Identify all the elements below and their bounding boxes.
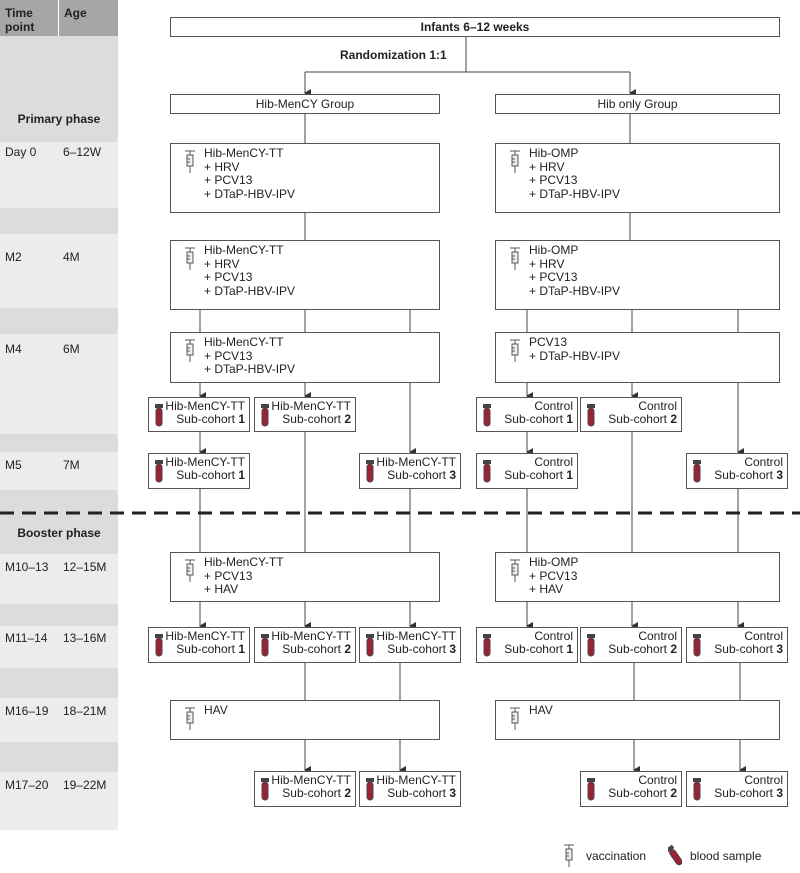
vaccination-box-left-day0: Hib-MenCY-TT+ HRV+ PCV13+ DTaP-HBV-IPV xyxy=(170,143,440,213)
row-age-day0: 6–12W xyxy=(58,142,118,208)
syringe-icon xyxy=(510,247,520,270)
row-age-m10: 12–15M xyxy=(58,554,118,604)
row-age-m17: 19–22M xyxy=(58,772,118,830)
vaccination-box-right-m16: HAV xyxy=(495,700,780,740)
blood-tube-icon xyxy=(155,460,163,483)
syringe-icon xyxy=(510,559,520,582)
syringe-icon xyxy=(510,707,520,730)
blood-tube-icon xyxy=(366,778,374,801)
spacer-band xyxy=(0,434,118,452)
booster-phase-label: Booster phase xyxy=(17,526,101,540)
primary-phase-label: Primary phase xyxy=(17,112,101,126)
vaccination-box-left-m16: HAV xyxy=(170,700,440,740)
syringe-icon xyxy=(185,339,195,362)
blood-tube-icon xyxy=(261,634,269,657)
blood-tube-icon xyxy=(366,634,374,657)
row-time-m4: M4 xyxy=(0,334,58,434)
row-time-day0: Day 0 xyxy=(0,142,58,208)
legend-blood-label: blood sample xyxy=(690,849,762,863)
row-age-m16: 18–21M xyxy=(58,698,118,742)
vaccination-box-left-m4: Hib-MenCY-TT+ PCV13+ DTaP-HBV-IPV xyxy=(170,332,440,383)
group-box-hib-mency: Hib-MenCY Group xyxy=(170,94,440,114)
blood-tube-icon xyxy=(483,634,491,657)
legend-syringe-icon xyxy=(564,844,574,867)
blood-tube-icon xyxy=(483,460,491,483)
row-time-m11: M11–14 xyxy=(0,626,58,668)
header-age: Age xyxy=(58,0,118,36)
group-box-hib-only: Hib only Group xyxy=(495,94,780,114)
row-time-m5: M5 xyxy=(0,452,58,490)
row-age-m5: 7M xyxy=(58,452,118,490)
legend-vaccination-label: vaccination xyxy=(586,849,647,863)
spacer-band xyxy=(0,742,118,772)
vaccination-box-right-m10: Hib-OMP+ PCV13+ HAV xyxy=(495,552,780,602)
row-age-m2: 4M xyxy=(58,234,118,308)
spacer-band xyxy=(0,668,118,698)
syringe-icon xyxy=(510,150,520,173)
blood-tube-icon xyxy=(155,404,163,427)
row-age-m11: 13–16M xyxy=(58,626,118,668)
syringe-icon xyxy=(185,247,195,270)
blood-tube-icon xyxy=(261,778,269,801)
blood-tube-icon xyxy=(587,404,595,427)
row-time-m10: M10–13 xyxy=(0,554,58,604)
blood-tube-icon xyxy=(155,634,163,657)
row-time-m2: M2 xyxy=(0,234,58,308)
legend-blood-tube-icon xyxy=(668,844,682,866)
enrollment-box: Infants 6–12 weeks xyxy=(170,17,780,37)
primary-phase-band xyxy=(0,36,118,142)
blood-tube-icon xyxy=(693,634,701,657)
spacer-band xyxy=(0,208,118,234)
vaccination-box-right-day0: Hib-OMP+ HRV+ PCV13+ DTaP-HBV-IPV xyxy=(495,143,780,213)
vaccination-box-right-m4: PCV13+ DTaP-HBV-IPV xyxy=(495,332,780,383)
spacer-band xyxy=(0,308,118,334)
booster-phase-band xyxy=(0,490,118,554)
header-time-point: Time point xyxy=(0,0,58,36)
syringe-icon xyxy=(185,707,195,730)
blood-tube-icon xyxy=(366,460,374,483)
randomization-label: Randomization 1:1 xyxy=(340,48,447,62)
row-time-m16: M16–19 xyxy=(0,698,58,742)
blood-tube-icon xyxy=(587,634,595,657)
blood-tube-icon xyxy=(587,778,595,801)
row-time-m17: M17–20 xyxy=(0,772,58,830)
vaccination-box-left-m10: Hib-MenCY-TT+ PCV13+ HAV xyxy=(170,552,440,602)
spacer-band xyxy=(0,604,118,626)
blood-tube-icon xyxy=(693,460,701,483)
blood-tube-icon xyxy=(483,404,491,427)
row-age-m4: 6M xyxy=(58,334,118,434)
syringe-icon xyxy=(510,339,520,362)
blood-tube-icon xyxy=(261,404,269,427)
blood-tube-icon xyxy=(693,778,701,801)
syringe-icon xyxy=(185,150,195,173)
vaccination-box-left-m2: Hib-MenCY-TT+ HRV+ PCV13+ DTaP-HBV-IPV xyxy=(170,240,440,310)
vaccination-box-right-m2: Hib-OMP+ HRV+ PCV13+ DTaP-HBV-IPV xyxy=(495,240,780,310)
syringe-icon xyxy=(185,559,195,582)
